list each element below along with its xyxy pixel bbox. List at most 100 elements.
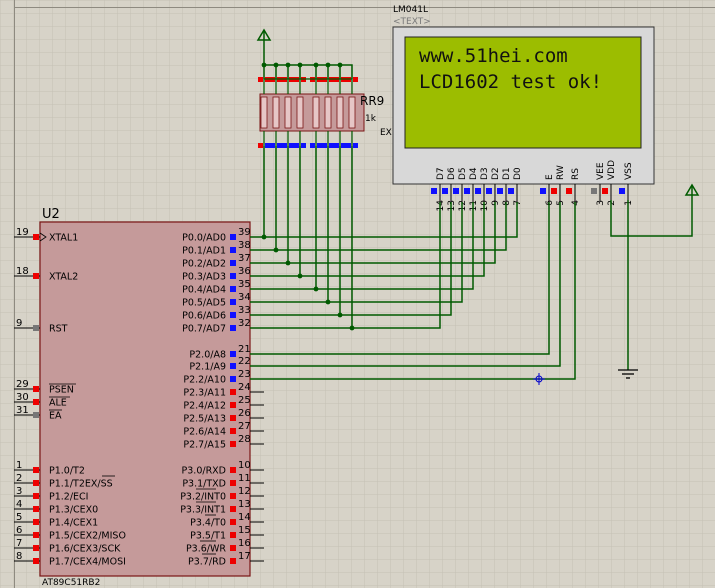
pin-number: 16 [238,538,251,549]
lcd-lm041l[interactable]: LM041L <TEXT> www.51hei.com LCD1602 test… [392,5,655,211]
pin-state-marker [230,325,236,331]
wire-e [250,202,550,355]
lcd-line-1: www.51hei.com [419,45,568,67]
pin-name: P2.2/A10 [183,375,226,386]
pin-number: 11 [238,473,251,484]
rpack-ref: RR9 [360,94,384,108]
pin-state-marker [341,143,346,148]
sheet-border-top [14,7,715,8]
wire-junction [297,273,303,279]
pin-number: 32 [238,318,251,329]
pin-name: P1.4/CEX1 [49,518,98,529]
pin-state-marker [442,188,448,194]
pin-number: 5 [16,512,22,523]
pin-number: 4 [571,200,581,206]
wire-junction [273,247,279,253]
pin-name: RS [571,168,581,180]
wires [250,44,693,380]
pin-name: XTAL2 [49,272,78,283]
resistor-element [312,96,320,129]
pin-state-marker [230,558,236,564]
pin-name: D6 [447,167,457,180]
pin-number: 25 [238,395,251,406]
pin-state-marker [230,351,236,357]
pin-state-marker [230,376,236,382]
pin-number: 27 [238,421,251,432]
pin-name: P1.3/CEX0 [49,505,98,516]
pin-number: 9 [491,200,501,206]
pin-number: 22 [238,356,251,367]
pin-name: D1 [502,167,512,180]
resistor-element [284,96,292,129]
lcd-pin[interactable]: D2 9 [486,167,501,206]
pin-state-marker [230,428,236,434]
pin-state-marker [33,519,39,525]
pin-state-marker [258,143,263,148]
pin-name: D0 [513,167,523,180]
pin-name: P1.2/ECI [49,492,88,503]
pin-number: 12 [458,200,468,211]
wire-d5 [250,202,463,303]
pin-name: P1.0/T2 [49,466,85,477]
lcd-pin[interactable]: RW5 [551,165,566,206]
pin-state-marker [230,480,236,486]
pin-state-marker [486,188,492,194]
lcd-pin[interactable]: RS 4 [566,168,581,206]
pin-state-marker [258,77,263,82]
pin-name: D2 [491,167,501,180]
probe-marker[interactable] [533,373,545,385]
resistor-pack-rr9[interactable]: RR9 1k EX [258,77,392,148]
rpack-extra: EX [380,128,392,138]
pin-state-marker [230,545,236,551]
lcd-pin[interactable]: D07 [508,167,523,206]
pin-state-marker [540,188,546,194]
pin-state-marker [33,412,39,418]
pin-number: 6 [545,200,555,206]
sheet-border-left [14,0,15,588]
pin-state-marker [33,493,39,499]
pin-name: P0.6/AD6 [182,311,226,322]
pin-name: P3.2/INT0 [180,492,226,503]
pin-state-marker [33,545,39,551]
lcd-pin[interactable]: E6 [540,174,555,206]
lcd-pin[interactable]: D18 [497,167,512,206]
pin-state-marker [230,441,236,447]
